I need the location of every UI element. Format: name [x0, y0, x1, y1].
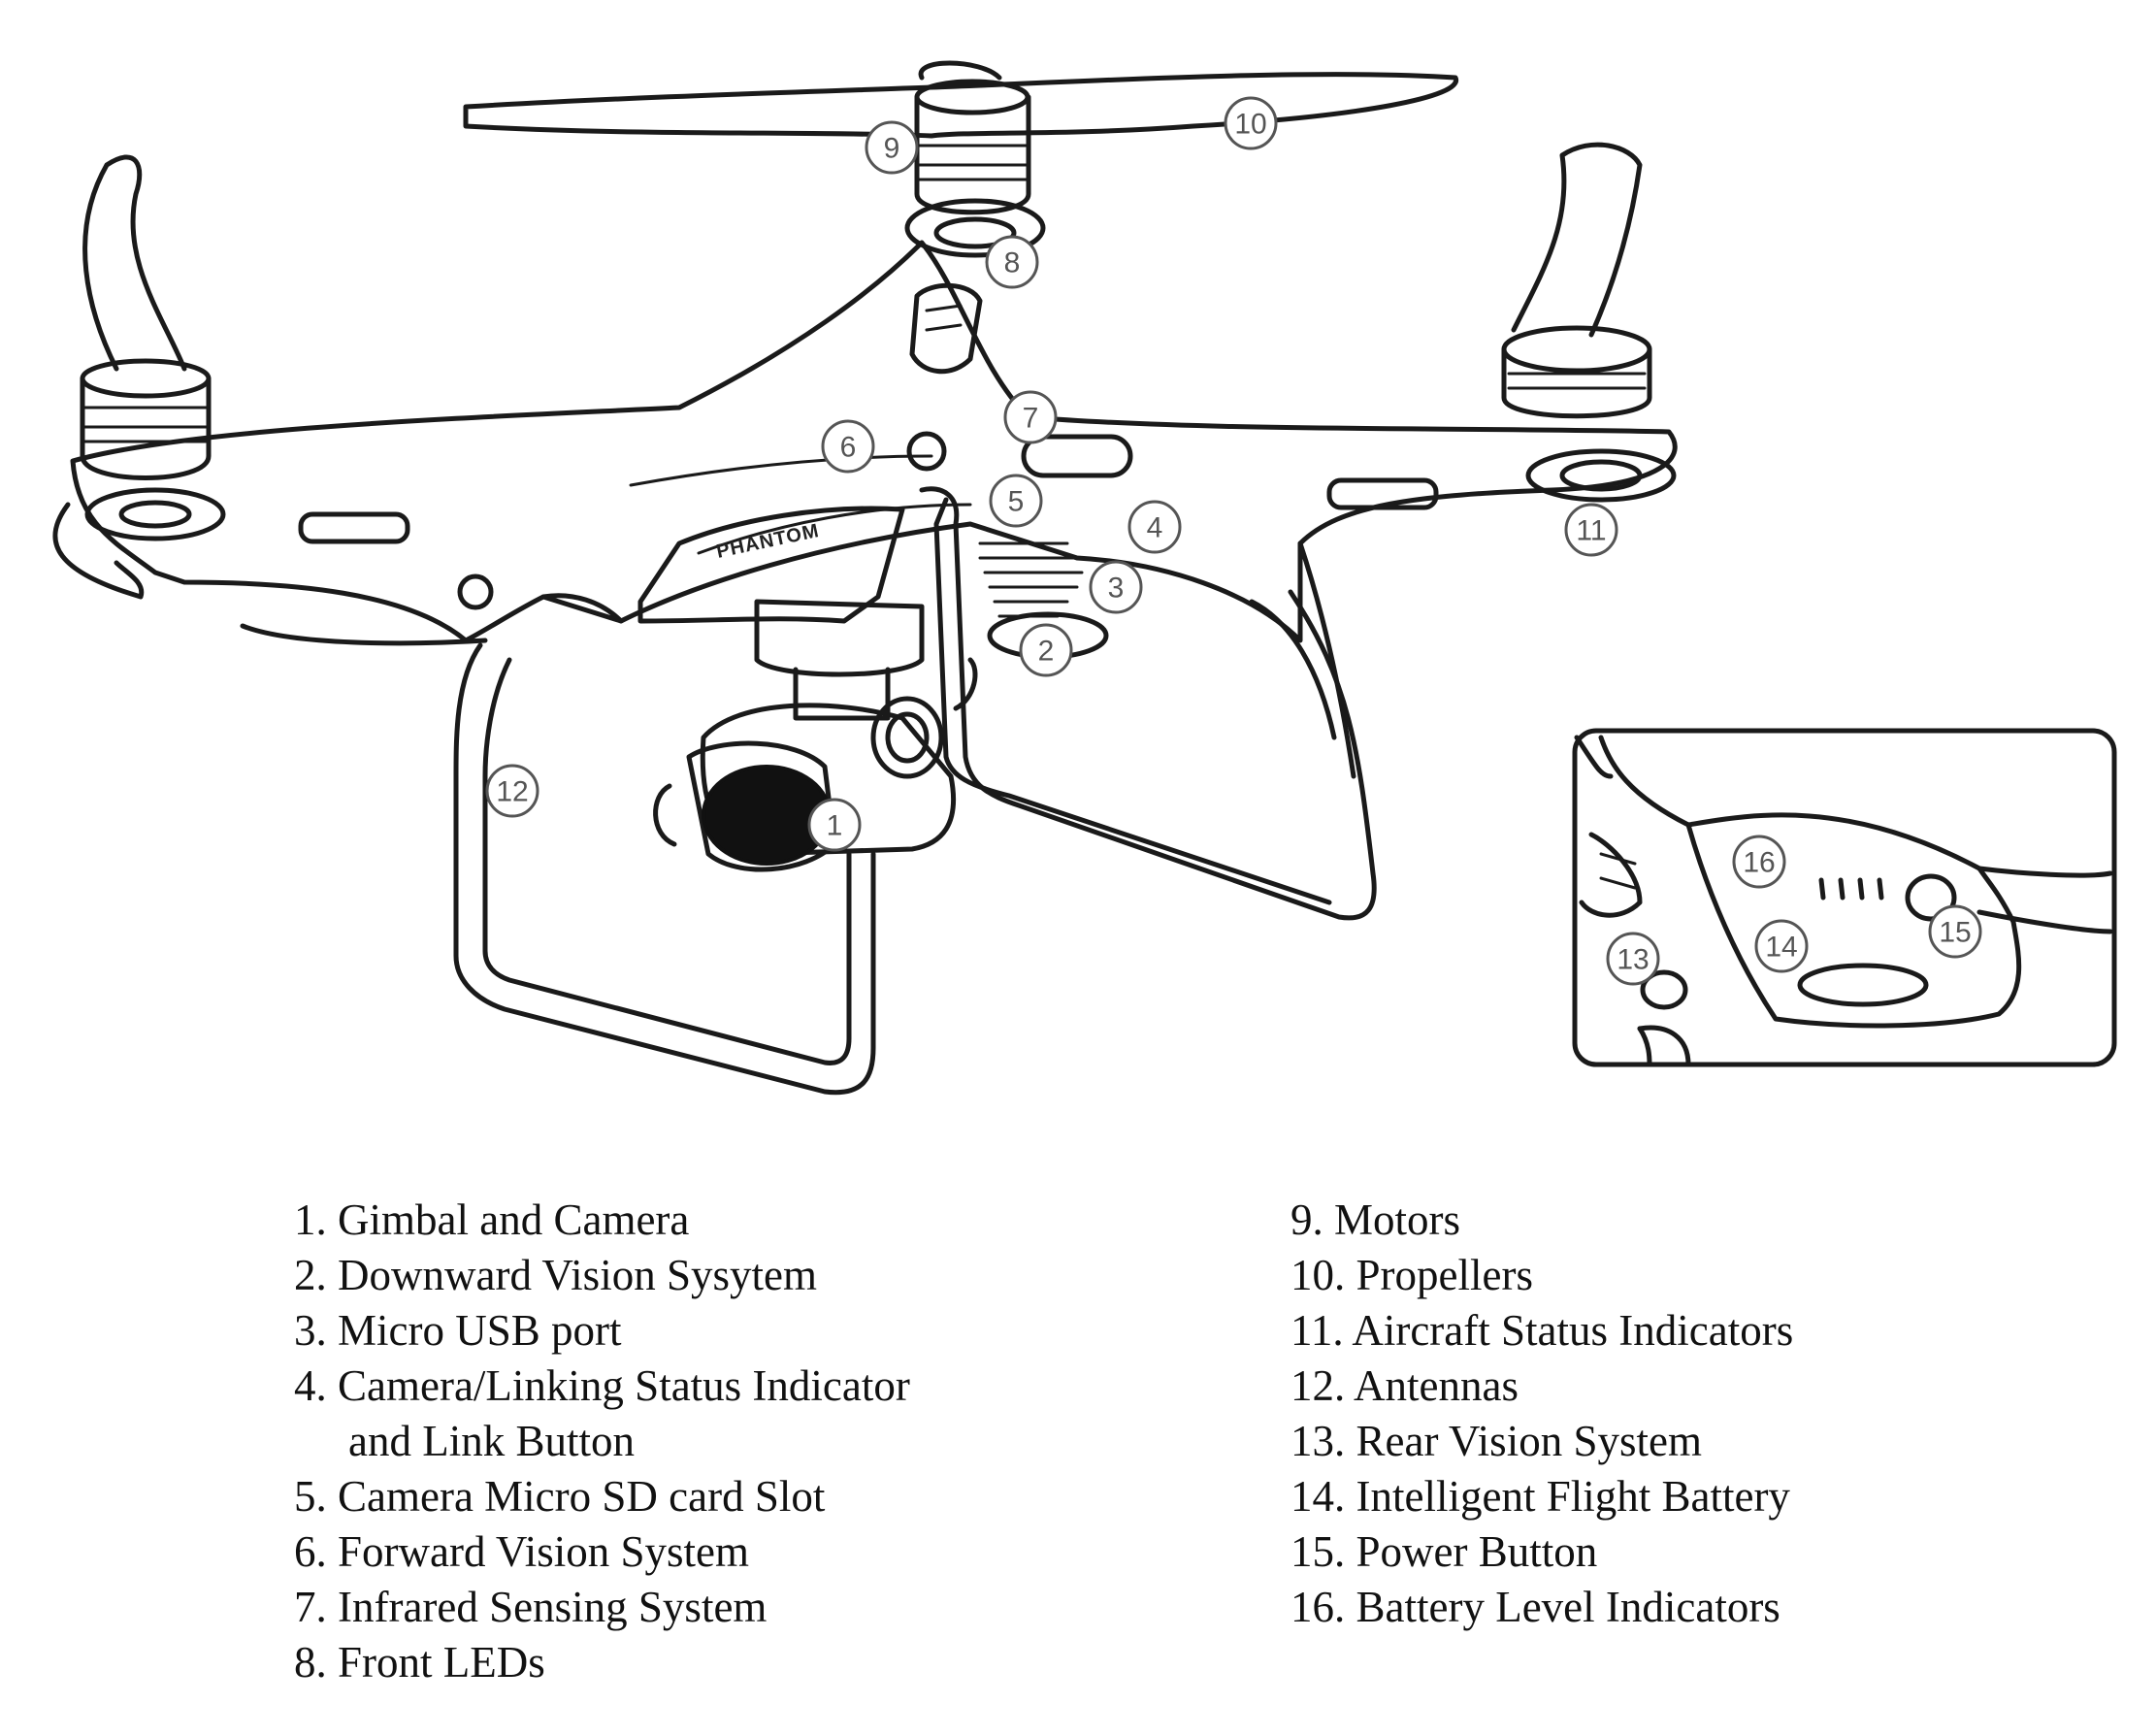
svg-text:12: 12 — [496, 776, 528, 808]
svg-text:15: 15 — [1939, 917, 1971, 949]
svg-text:10: 10 — [1234, 109, 1266, 141]
svg-text:16: 16 — [1743, 847, 1775, 879]
legend-item-micro-usb: 3. Micro USB port — [294, 1306, 622, 1355]
callout-6: 6 — [821, 419, 875, 474]
legend-right-column: 9. Motors 10. Propellers 11. Aircraft St… — [1290, 1193, 1793, 1635]
svg-text:8: 8 — [1004, 247, 1021, 279]
callouts: 1 2 3 4 5 6 7 8 9 10 11 12 13 14 15 16 — [485, 96, 1982, 986]
callout-15: 15 — [1928, 904, 1982, 959]
legend-item-camera-linking-status-cont: and Link Button — [348, 1417, 635, 1465]
callout-2: 2 — [1019, 623, 1073, 677]
inset-rear-view — [1572, 728, 2117, 1067]
legend-item-front-leds: 8. Front LEDs — [294, 1638, 545, 1687]
svg-text:11: 11 — [1576, 515, 1606, 547]
svg-text:14: 14 — [1765, 932, 1797, 964]
callout-10: 10 — [1224, 96, 1278, 150]
legend-item-motors: 9. Motors — [1290, 1196, 1461, 1244]
callout-11: 11 — [1564, 503, 1618, 557]
legend-item-propellers: 10. Propellers — [1290, 1251, 1533, 1299]
callout-5: 5 — [989, 474, 1043, 528]
callout-1: 1 — [807, 798, 862, 852]
legend-left-column: 1. Gimbal and Camera 2. Downward Vision … — [294, 1193, 910, 1690]
legend-item-forward-vision: 6. Forward Vision System — [294, 1527, 749, 1576]
callout-12: 12 — [485, 764, 539, 818]
callout-16: 16 — [1732, 835, 1786, 889]
svg-text:13: 13 — [1617, 944, 1649, 976]
legend-item-sd-card-slot: 5. Camera Micro SD card Slot — [294, 1472, 826, 1521]
battery-level-bars — [1818, 877, 1884, 901]
legend-item-rear-vision: 13. Rear Vision System — [1290, 1417, 1702, 1465]
svg-text:1: 1 — [827, 810, 843, 842]
drone-illustration: PHANTOM — [52, 60, 1678, 1096]
svg-text:3: 3 — [1108, 573, 1125, 605]
svg-text:9: 9 — [884, 133, 900, 165]
legend-item-flight-battery: 14. Intelligent Flight Battery — [1290, 1472, 1790, 1521]
callout-14: 14 — [1754, 919, 1809, 973]
callout-8: 8 — [985, 235, 1039, 289]
svg-text:5: 5 — [1008, 486, 1025, 518]
callout-4: 4 — [1127, 500, 1182, 554]
callout-7: 7 — [1003, 390, 1058, 444]
legend-item-battery-level: 16. Battery Level Indicators — [1290, 1583, 1780, 1631]
callout-3: 3 — [1089, 560, 1143, 614]
svg-text:7: 7 — [1023, 403, 1039, 435]
vent-grill — [978, 541, 1084, 618]
legend-item-power-button: 15. Power Button — [1290, 1527, 1598, 1576]
svg-text:2: 2 — [1038, 636, 1055, 668]
callout-9: 9 — [865, 120, 919, 175]
svg-text:4: 4 — [1147, 512, 1163, 544]
svg-text:6: 6 — [840, 432, 857, 464]
legend-item-gimbal-camera: 1. Gimbal and Camera — [294, 1196, 690, 1244]
legend-item-aircraft-status: 11. Aircraft Status Indicators — [1290, 1306, 1794, 1355]
legend-item-infrared-sensing: 7. Infrared Sensing System — [294, 1583, 768, 1631]
callout-13: 13 — [1606, 932, 1660, 986]
legend-item-antennas: 12. Antennas — [1290, 1361, 1519, 1410]
legend-item-downward-vision: 2. Downward Vision Sysytem — [294, 1251, 817, 1299]
legend-item-camera-linking-status: 4. Camera/Linking Status Indicator — [294, 1361, 910, 1410]
